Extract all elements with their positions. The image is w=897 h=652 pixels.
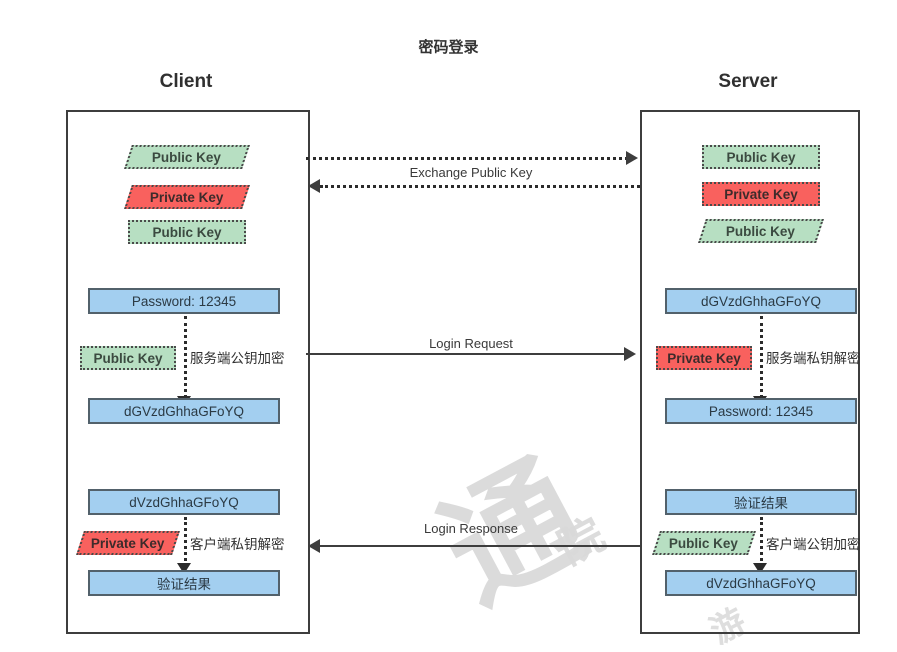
client-response-ciphertext: dVzdGhhaGFoYQ xyxy=(88,489,280,515)
client-response-operation: 客户端私钥解密 xyxy=(190,537,285,553)
login-request-arrow-line xyxy=(306,353,626,355)
lane-title-client: Client xyxy=(159,71,213,92)
login-response-arrow-head xyxy=(308,539,320,553)
exchange-arrow-to-server-line xyxy=(306,157,628,160)
client-own-private-key: Private Key xyxy=(124,185,250,209)
login-response-label: Login Response xyxy=(424,521,518,536)
client-request-plaintext-label: Password: 12345 xyxy=(131,293,237,309)
client-own-public-key-label: Public Key xyxy=(152,224,222,240)
server-request-operation: 服务端私钥解密 xyxy=(766,351,861,367)
exchange-arrow-to-client-head xyxy=(308,179,320,193)
client-request-key-label: Public Key xyxy=(93,350,163,366)
server-request-ciphertext: dGVzdGhhaGFoYQ xyxy=(665,288,857,314)
client-request-ciphertext-label: dGVzdGhhaGFoYQ xyxy=(123,403,245,419)
server-request-key: Private Key xyxy=(656,346,752,370)
exchange-public-key-label: Exchange Public Key xyxy=(409,165,533,180)
client-response-plaintext-label: 验证结果 xyxy=(157,577,211,592)
server-decrypt-flow-line xyxy=(760,316,763,398)
server-own-public-key-label: Public Key xyxy=(726,149,796,165)
client-own-private-key-label: Private Key xyxy=(150,189,224,205)
login-request-arrow-head xyxy=(624,347,636,361)
client-response-ciphertext-label: dVzdGhhaGFoYQ xyxy=(129,494,239,510)
diagram-title: 密码登录 xyxy=(418,38,479,56)
server-request-plaintext-label: Password: 12345 xyxy=(708,403,814,419)
server-response-operation: 客户端公钥加密 xyxy=(766,537,861,553)
server-own-private-key-label: Private Key xyxy=(724,186,798,202)
client-response-plaintext: 验证结果 xyxy=(88,570,280,596)
client-received-public-key-label: Public Key xyxy=(152,149,222,165)
lane-title-server: Server xyxy=(718,71,778,92)
server-encrypt-flow-line xyxy=(760,517,763,567)
client-decrypt-flow-line xyxy=(184,517,187,567)
server-received-public-key: Public Key xyxy=(698,219,824,243)
server-response-plaintext-label: 验证结果 xyxy=(734,496,788,511)
lane-frame-client xyxy=(66,110,310,634)
server-request-ciphertext-label: dGVzdGhhaGFoYQ xyxy=(700,293,822,309)
client-received-public-key: Public Key xyxy=(124,145,250,169)
lane-frame-server xyxy=(640,110,860,634)
server-response-key-label: Public Key xyxy=(669,535,739,551)
client-response-key-label: Private Key xyxy=(91,535,165,551)
client-own-public-key: Public Key xyxy=(128,220,246,244)
client-encrypt-flow-line xyxy=(184,316,187,398)
client-request-plaintext: Password: 12345 xyxy=(88,288,280,314)
client-response-key: Private Key xyxy=(76,531,180,555)
server-request-key-label: Private Key xyxy=(667,350,741,366)
server-response-key: Public Key xyxy=(652,531,756,555)
client-decrypt-flow-head xyxy=(177,563,191,574)
login-request-label: Login Request xyxy=(429,336,513,351)
login-response-arrow-line xyxy=(320,545,640,547)
client-request-operation: 服务端公钥加密 xyxy=(190,351,285,367)
watermark-glyph-2: 院 xyxy=(550,509,613,575)
server-received-public-key-label: Public Key xyxy=(726,223,796,239)
server-own-public-key: Public Key xyxy=(702,145,820,169)
client-request-ciphertext: dGVzdGhhaGFoYQ xyxy=(88,398,280,424)
exchange-arrow-to-server-head xyxy=(626,151,638,165)
client-request-key: Public Key xyxy=(80,346,176,370)
server-response-ciphertext: dVzdGhhaGFoYQ xyxy=(665,570,857,596)
server-own-private-key: Private Key xyxy=(702,182,820,206)
server-encrypt-flow-head xyxy=(753,563,767,574)
server-request-plaintext: Password: 12345 xyxy=(665,398,857,424)
server-response-plaintext: 验证结果 xyxy=(665,489,857,515)
exchange-arrow-to-client-line xyxy=(320,185,640,188)
server-response-ciphertext-label: dVzdGhhaGFoYQ xyxy=(706,575,816,591)
